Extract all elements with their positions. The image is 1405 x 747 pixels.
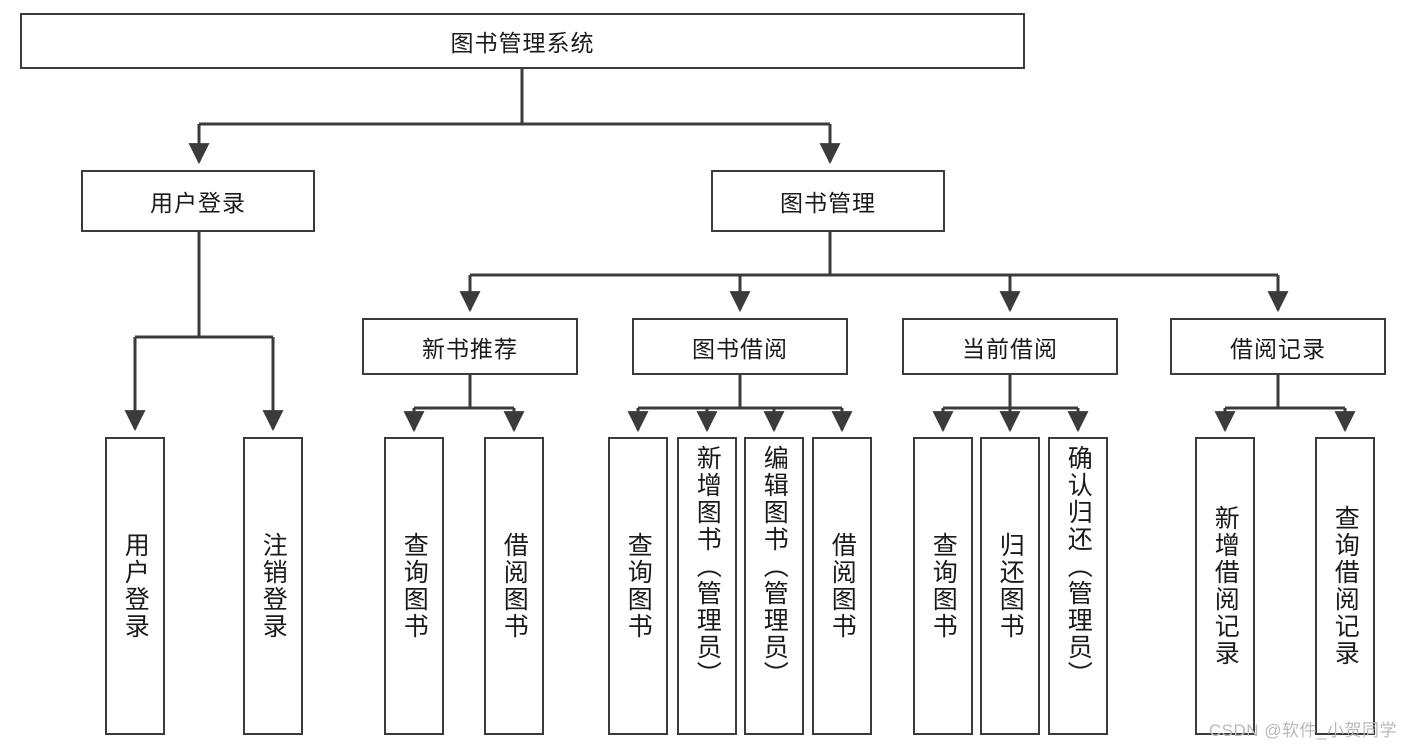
node-borrow-records[interactable]: 借阅记录	[1170, 318, 1386, 375]
node-label: 新书推荐	[422, 335, 518, 362]
node-book-borrow[interactable]: 图书借阅	[632, 318, 848, 375]
node-label: 借阅图书	[828, 532, 857, 640]
leaf-logout[interactable]: 注销登录	[243, 437, 303, 735]
node-book-management[interactable]: 图书管理	[711, 170, 945, 232]
node-label: 编辑图书（管理员）	[760, 445, 789, 688]
leaf-user-login[interactable]: 用户登录	[105, 437, 165, 735]
leaf-nb-borrow-book[interactable]: 借阅图书	[484, 437, 544, 735]
node-label: 图书管理	[780, 190, 876, 216]
node-label: 图书管理系统	[450, 30, 595, 56]
node-new-book-recommend[interactable]: 新书推荐	[362, 318, 578, 375]
node-label: 新增借阅记录	[1211, 505, 1240, 667]
leaf-cb-return-book[interactable]: 归还图书	[980, 437, 1040, 735]
leaf-bb-add-book-admin[interactable]: 新增图书（管理员）	[677, 437, 737, 735]
node-label: 查询图书	[929, 532, 958, 640]
node-label: 借阅记录	[1230, 335, 1326, 362]
leaf-bb-query-book[interactable]: 查询图书	[608, 437, 668, 735]
leaf-cb-query-book[interactable]: 查询图书	[913, 437, 973, 735]
leaf-bb-edit-book-admin[interactable]: 编辑图书（管理员）	[744, 437, 804, 735]
node-label: 查询借阅记录	[1331, 505, 1360, 667]
node-label: 图书借阅	[692, 335, 788, 362]
node-root-system[interactable]: 图书管理系统	[20, 13, 1025, 69]
leaf-br-add-record[interactable]: 新增借阅记录	[1195, 437, 1255, 735]
node-label: 用户登录	[121, 532, 150, 640]
leaf-nb-query-book[interactable]: 查询图书	[384, 437, 444, 735]
node-label: 用户登录	[150, 190, 246, 216]
leaf-bb-borrow-book[interactable]: 借阅图书	[812, 437, 872, 735]
watermark-text: CSDN @软件_小贺同学	[1208, 721, 1397, 740]
node-user-login[interactable]: 用户登录	[81, 170, 315, 232]
leaf-cb-confirm-return-admin[interactable]: 确认归还（管理员）	[1048, 437, 1108, 735]
node-label: 当前借阅	[962, 335, 1058, 362]
node-label: 注销登录	[259, 532, 288, 640]
node-label: 确认归还（管理员）	[1064, 445, 1093, 688]
node-label: 借阅图书	[500, 532, 529, 640]
node-label: 查询图书	[400, 532, 429, 640]
node-label: 新增图书（管理员）	[693, 445, 722, 688]
node-label: 归还图书	[996, 532, 1025, 640]
node-current-borrow[interactable]: 当前借阅	[902, 318, 1118, 375]
leaf-br-query-record[interactable]: 查询借阅记录	[1315, 437, 1375, 735]
node-label: 查询图书	[624, 532, 653, 640]
